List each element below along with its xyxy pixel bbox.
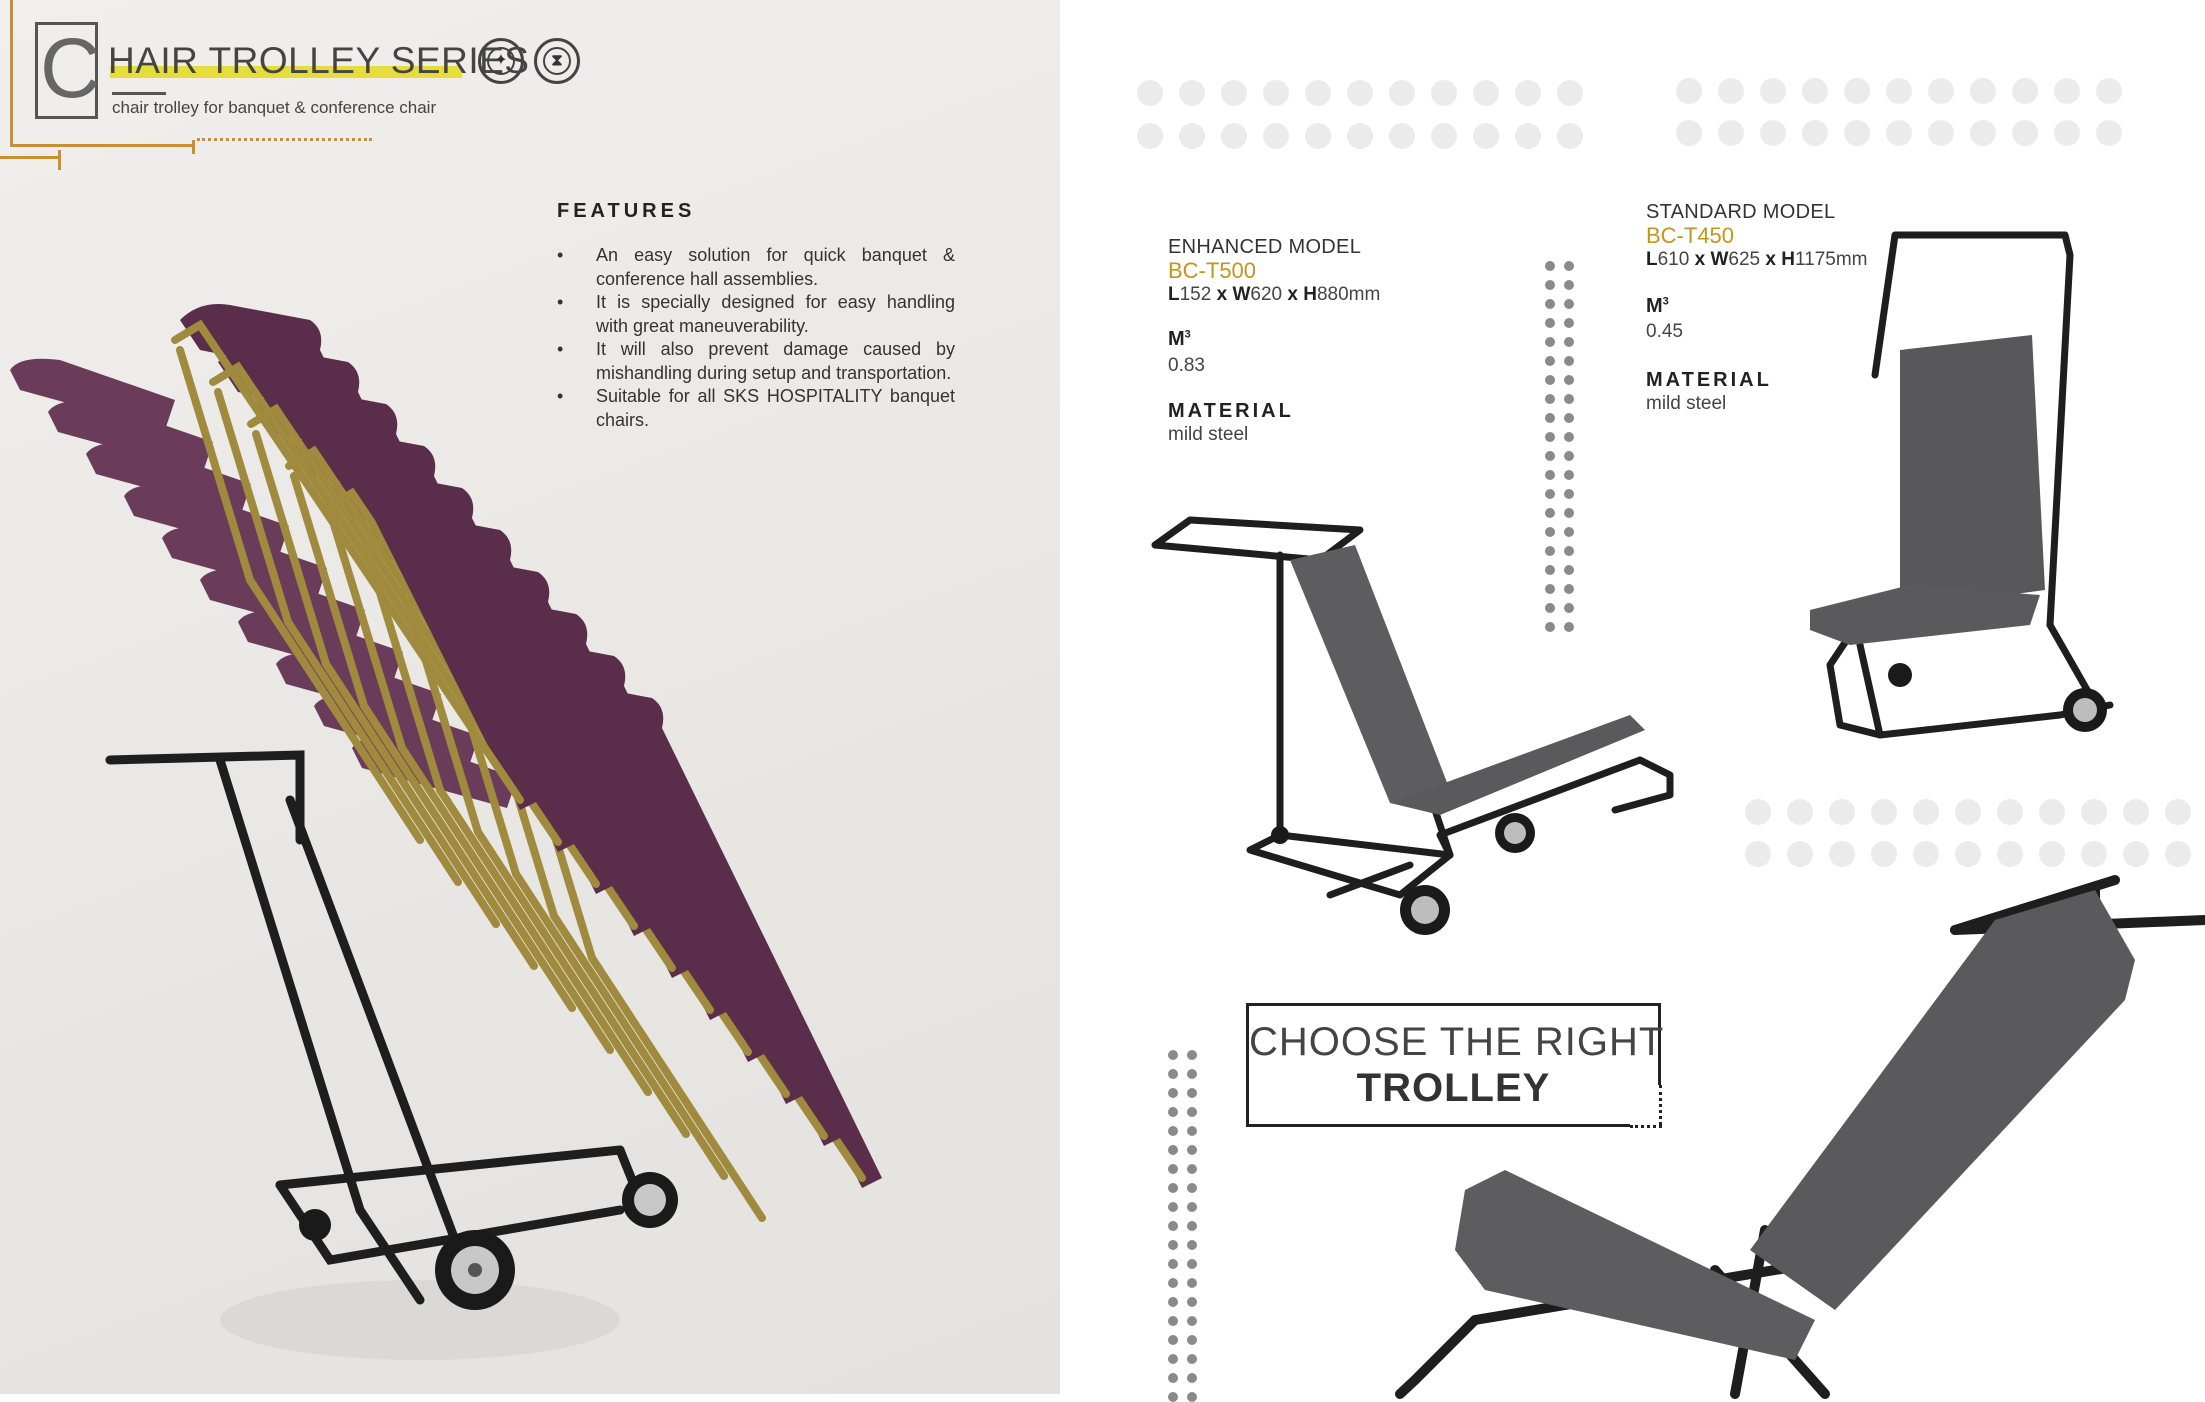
decor-dot-column: [1545, 261, 1574, 632]
cta-box: CHOOSE THE RIGHT TROLLEY: [1246, 1003, 1665, 1127]
wheel-icon: [1495, 813, 1535, 853]
title-initial-box: [35, 22, 98, 119]
decor-dot-column: [1168, 1050, 1197, 1402]
enhanced-trolley-image: [1151, 516, 1674, 935]
standard-trolley-image: [1810, 231, 2114, 739]
frame-tick: [58, 150, 61, 170]
enhanced-model-dimensions: L152 x W620 x H880mm: [1168, 284, 1381, 305]
standard-material-heading: MATERIAL: [1646, 369, 1772, 391]
cta-line-2: TROLLEY: [1356, 1066, 1551, 1110]
standard-volume-label: M3: [1646, 295, 1669, 317]
title-initial: C: [40, 21, 101, 115]
features-heading: FEATURES: [557, 200, 696, 222]
frame-line: [10, 0, 13, 147]
page-subtitle: chair trolley for banquet & conference c…: [112, 98, 437, 117]
stacked-chair: [10, 304, 540, 844]
enhanced-model-label: ENHANCED MODEL: [1168, 236, 1362, 258]
feature-item: It will also prevent damage caused by mi…: [557, 338, 955, 385]
enhanced-volume-label: M3: [1168, 328, 1191, 350]
standard-model-dimensions: L610 x W625 x H1175mm: [1646, 249, 1868, 270]
features-list: An easy solution for quick banquet & con…: [557, 244, 955, 432]
decor-dot-row: [1676, 120, 2122, 146]
standard-model-label: STANDARD MODEL: [1646, 201, 1836, 223]
standard-volume-value: 0.45: [1646, 321, 1683, 342]
hourglass-badge-icon: ⧗: [534, 38, 580, 84]
enhanced-material-heading: MATERIAL: [1168, 400, 1294, 422]
stacked-chair: [48, 346, 578, 886]
title-highlight: [110, 66, 462, 78]
wheel-icon: [1400, 885, 1450, 935]
trolley-closeup-image: [1395, 875, 2205, 1399]
wheel-icon: [2063, 688, 2107, 732]
feature-item: It is specially designed for easy handli…: [557, 291, 955, 338]
wheel-icon: [622, 1172, 678, 1228]
page-title: HAIR TROLLEY SERIES: [108, 40, 530, 81]
award-badge-icon: ✦: [478, 38, 524, 84]
cta-line-1: CHOOSE THE RIGHT: [1249, 1020, 1665, 1064]
enhanced-model-code: BC-T500: [1168, 258, 1257, 283]
cta-dotted-edge: [1659, 1085, 1662, 1125]
frame-line: [10, 144, 195, 147]
frame-tick: [192, 140, 195, 154]
decor-dot-row: [1137, 123, 1583, 149]
frame-line: [0, 156, 60, 159]
decor-dot-row: [1745, 841, 2191, 867]
standard-material-value: mild steel: [1646, 393, 1727, 414]
cta-corner-cut: [1630, 1085, 1664, 1131]
wheel-icon: [435, 1230, 515, 1310]
enhanced-volume-value: 0.83: [1168, 355, 1205, 376]
decor-dot-row: [1137, 80, 1583, 106]
cta-dotted-edge: [1630, 1125, 1662, 1128]
standard-model-code: BC-T450: [1646, 223, 1735, 248]
feature-item: An easy solution for quick banquet & con…: [557, 244, 955, 291]
subtitle-rule: [112, 92, 166, 95]
decor-dot-row: [1745, 799, 2191, 825]
feature-item: Suitable for all SKS HOSPITALITY banquet…: [557, 385, 955, 432]
left-page: C HAIR TROLLEY SERIES chair trolley for …: [0, 0, 1060, 1394]
stacked-chairs-trolley-image: [10, 304, 882, 1360]
decor-dot-row: [1676, 78, 2122, 104]
enhanced-material-value: mild steel: [1168, 424, 1249, 445]
frame-dotted-line: [197, 138, 372, 141]
